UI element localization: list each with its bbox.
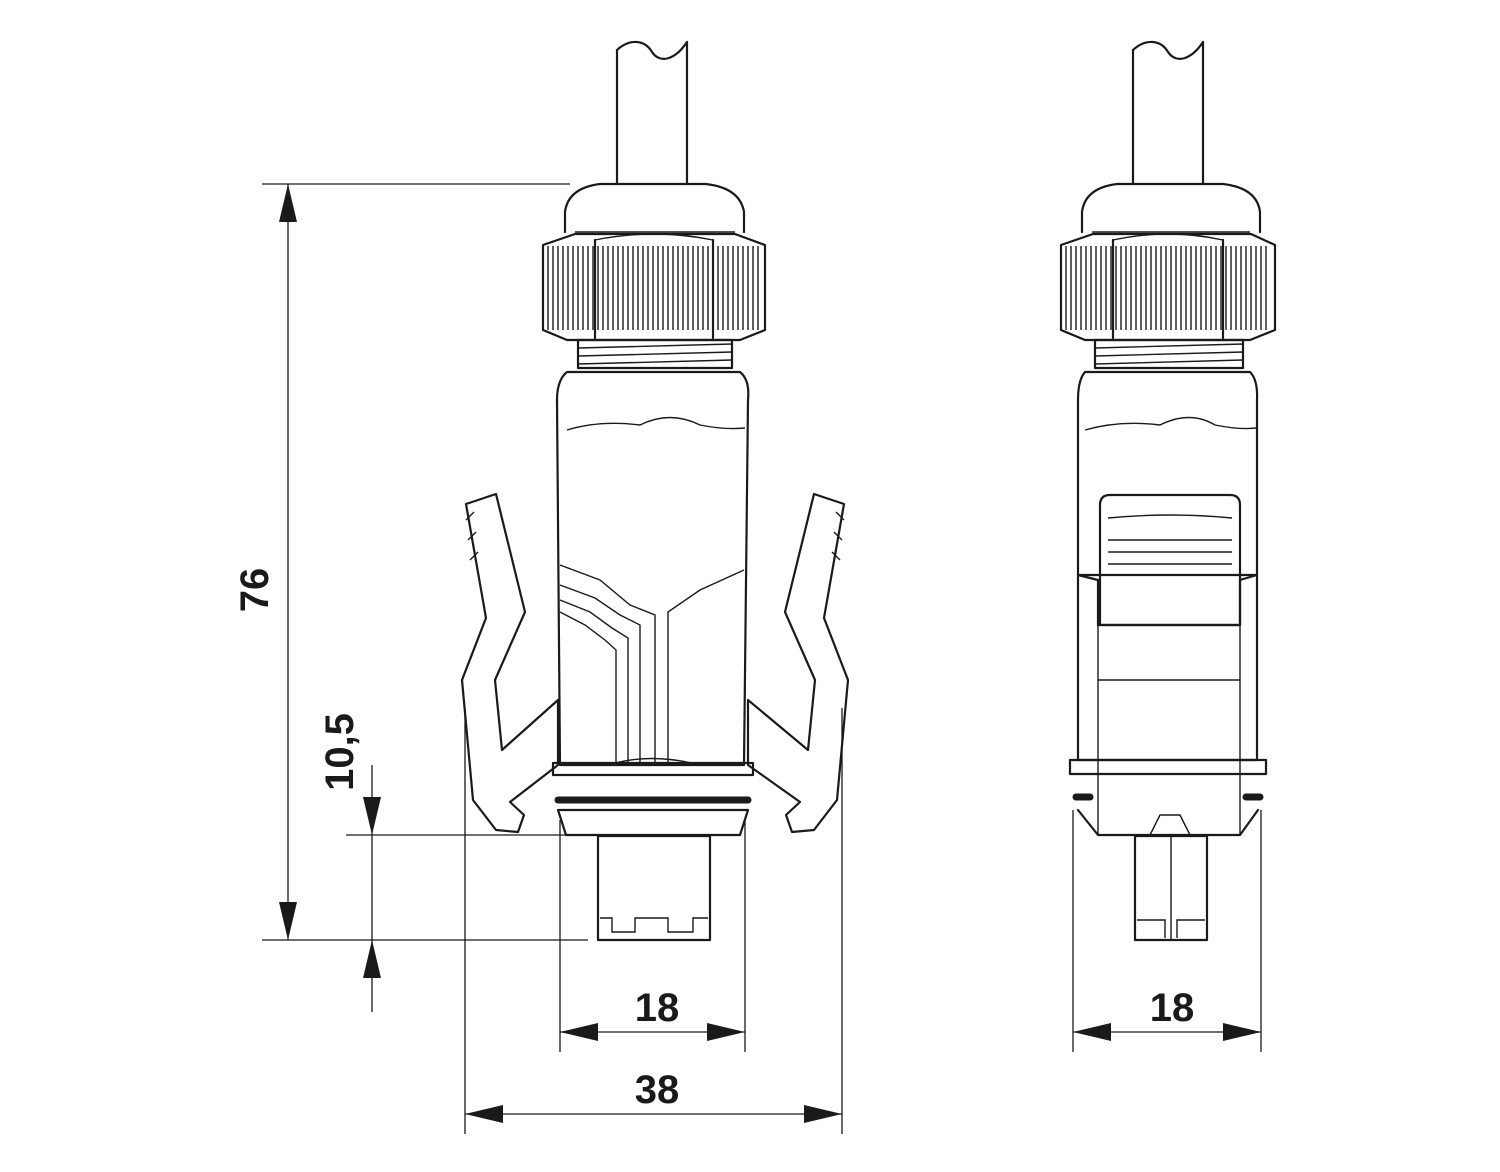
front-latch-right bbox=[746, 492, 850, 834]
side-view bbox=[1059, 40, 1277, 942]
side-cable-gland-cap bbox=[1080, 182, 1262, 234]
label-plug-length: 10,5 bbox=[318, 713, 362, 791]
side-lower-housing bbox=[1076, 573, 1259, 835]
front-view bbox=[460, 40, 850, 942]
dimension-plug-length: 10,5 bbox=[318, 713, 381, 1012]
label-total-length: 76 bbox=[233, 568, 277, 613]
side-release-button bbox=[1098, 493, 1242, 627]
front-thread bbox=[576, 338, 734, 370]
side-knurled-nut bbox=[1059, 232, 1277, 342]
front-cable-gland-cap bbox=[563, 182, 746, 234]
front-housing bbox=[555, 370, 750, 767]
front-knurled-nut bbox=[541, 232, 767, 342]
dimension-total-length: 76 bbox=[233, 184, 297, 940]
front-plug bbox=[596, 834, 712, 942]
dimension-front-width: 18 bbox=[560, 986, 745, 1041]
side-housing bbox=[1076, 370, 1259, 577]
side-seal-ring bbox=[1068, 758, 1268, 837]
front-seal-ring bbox=[551, 761, 755, 837]
side-thread bbox=[1093, 338, 1245, 370]
front-cable bbox=[615, 40, 689, 186]
label-overall-width: 38 bbox=[635, 1068, 680, 1112]
side-plug bbox=[1133, 834, 1209, 942]
dimension-side-width: 18 bbox=[1073, 986, 1261, 1041]
side-cable bbox=[1131, 40, 1205, 186]
extension-lines bbox=[262, 183, 1262, 1134]
dimension-overall-width: 38 bbox=[465, 1068, 842, 1123]
label-side-width: 18 bbox=[1150, 986, 1195, 1030]
label-front-width: 18 bbox=[635, 986, 680, 1030]
front-latch-left bbox=[460, 492, 560, 834]
